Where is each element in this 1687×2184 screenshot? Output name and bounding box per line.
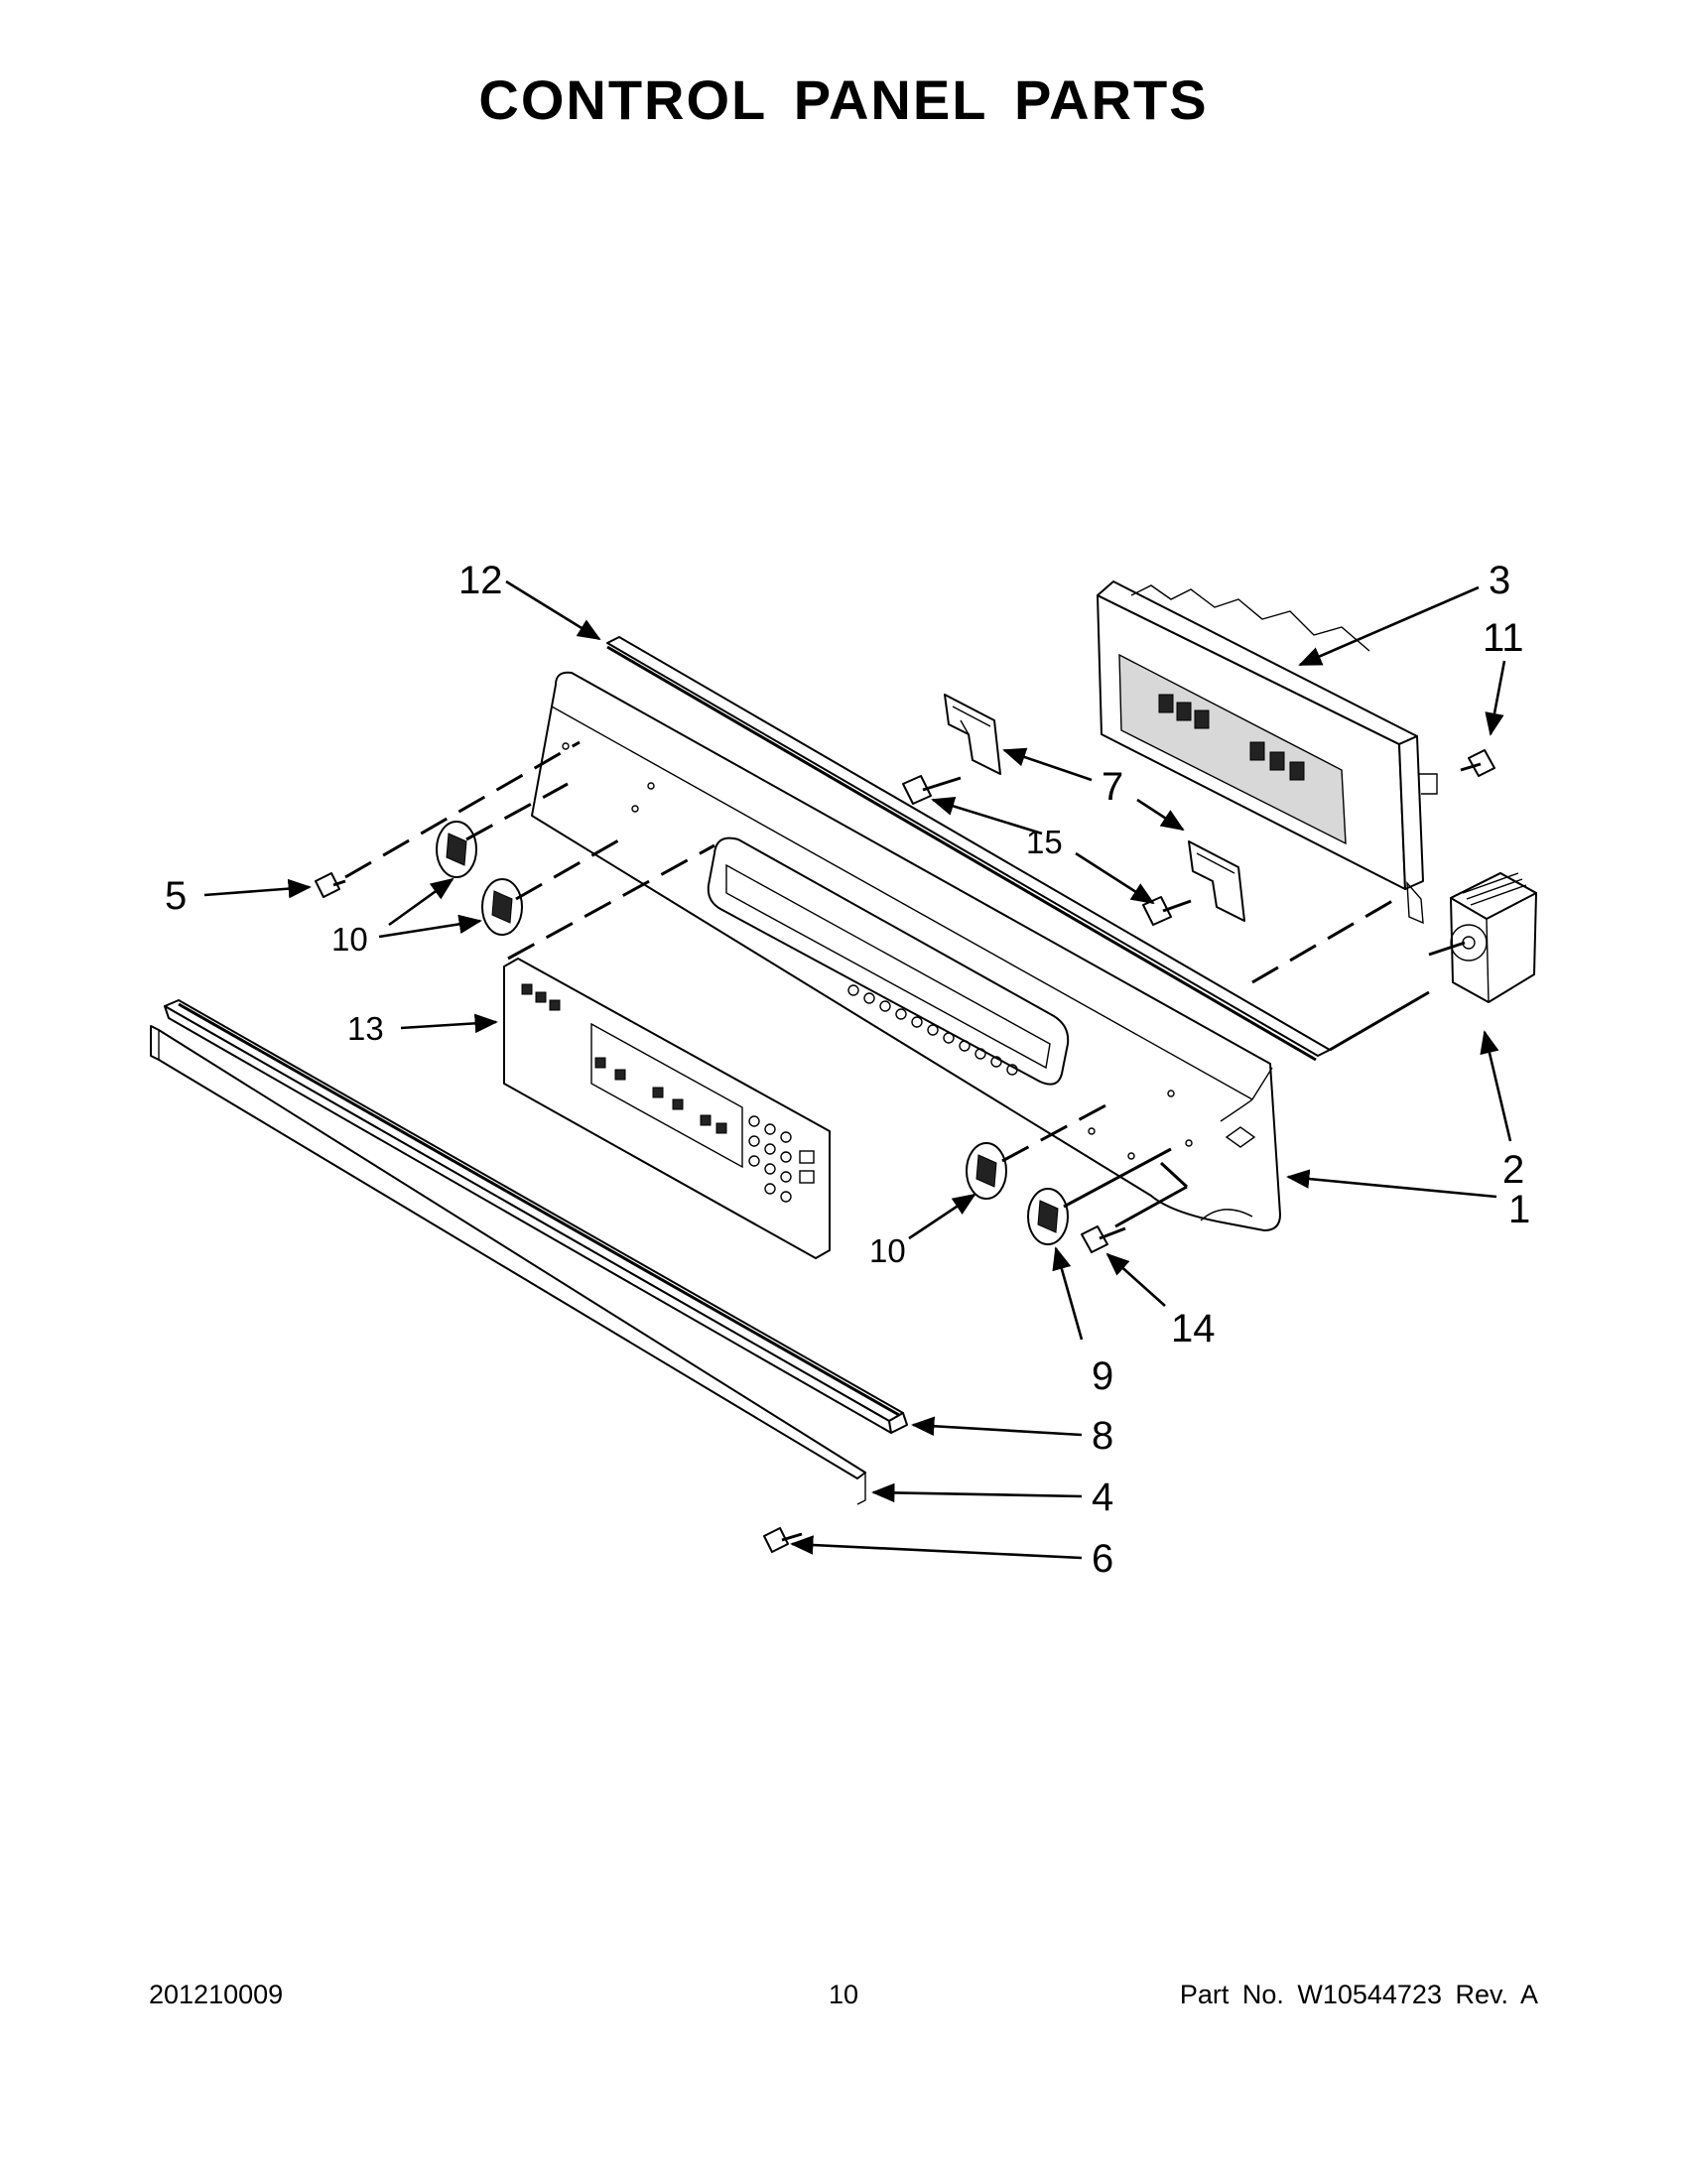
callout-12: 12	[458, 559, 503, 602]
callout-7: 7	[1102, 765, 1123, 809]
callout-11: 11	[1483, 616, 1524, 660]
part-2-selector-switch	[1428, 872, 1537, 1003]
callout-8: 8	[1092, 1414, 1113, 1458]
part-14-screw	[1081, 1225, 1126, 1253]
part-10-knob-upper-left	[436, 821, 477, 878]
part-10-knob-lower	[966, 1142, 1007, 1200]
callout-labels: 12 3 11 7 15 5 10 13 2 1 10 14 9 8 4 6	[165, 559, 1530, 1581]
assembly-lines	[344, 740, 1430, 1228]
callout-5: 5	[165, 874, 187, 918]
part-13-keypad-overlay	[503, 958, 831, 1259]
part-7-bracket-lower	[1188, 840, 1245, 922]
footer-part-number: Part No. W10544723 Rev. A	[1179, 1980, 1538, 2009]
part-9-knob	[1027, 1188, 1069, 1245]
part-10-knob-middle-left	[481, 878, 523, 936]
part-4-trim-plate	[150, 1025, 866, 1505]
page-title: CONTROL PANEL PARTS	[478, 68, 1209, 131]
callout-6: 6	[1092, 1537, 1113, 1581]
callout-9: 9	[1092, 1354, 1113, 1398]
footer-page-number: 10	[828, 1980, 859, 2009]
callout-15: 15	[1026, 824, 1063, 860]
part-6-screw	[763, 1527, 803, 1553]
part-5-screw	[315, 872, 346, 898]
callout-14: 14	[1171, 1307, 1216, 1350]
callout-3: 3	[1489, 559, 1510, 602]
callout-13: 13	[347, 1010, 384, 1047]
footer-doc-number: 201210009	[149, 1980, 284, 2009]
callout-10-lower: 10	[869, 1232, 906, 1269]
part-8-trim-extrusion	[164, 999, 908, 1434]
part-1-console-housing	[531, 671, 1281, 1231]
callout-4: 4	[1092, 1476, 1113, 1519]
callout-2: 2	[1502, 1148, 1524, 1192]
part-3-control-board	[1097, 580, 1438, 925]
callout-leaders	[203, 579, 1512, 1560]
part-7-bracket-upper	[944, 694, 1001, 775]
part-15-screw-upper	[902, 775, 962, 805]
part-11-screw	[1460, 749, 1495, 777]
callout-10-upper: 10	[331, 921, 368, 958]
callout-1: 1	[1508, 1188, 1530, 1231]
